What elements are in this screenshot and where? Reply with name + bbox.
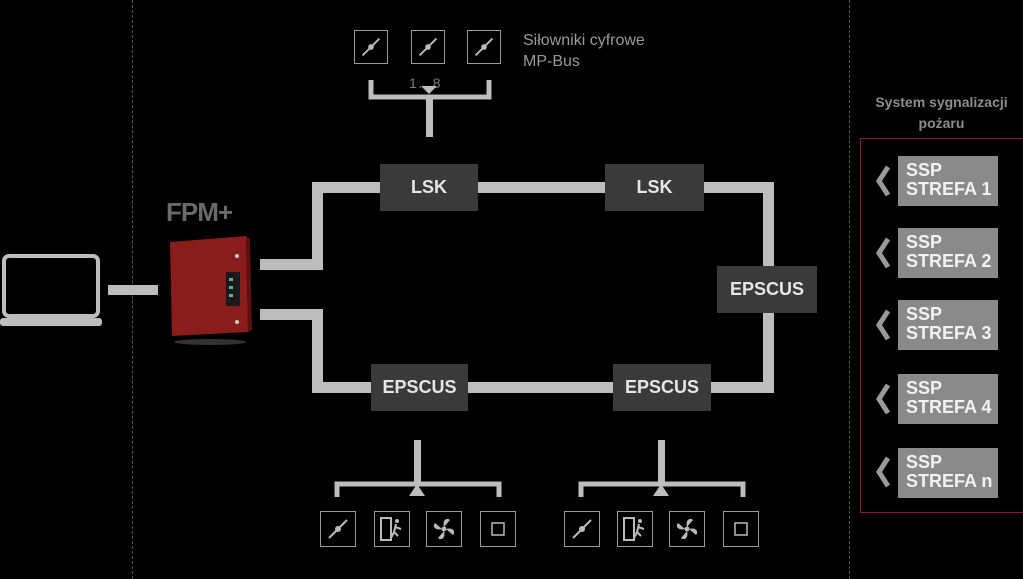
pipe-lsk-lsk bbox=[478, 182, 606, 193]
actuators-label: Siłowniki cyfrowe MP-Bus bbox=[523, 30, 645, 72]
chevron-left-icon bbox=[876, 456, 891, 488]
pipe-lower-h1 bbox=[260, 309, 323, 320]
fpm-logo: FPM+ bbox=[166, 197, 233, 227]
fire-system-frame bbox=[860, 138, 1023, 513]
right-device-bracket bbox=[578, 440, 746, 497]
actuator-icon bbox=[354, 30, 388, 64]
pipe-lsk-right bbox=[704, 182, 774, 193]
evacuation-door-icon bbox=[374, 511, 410, 547]
chevron-left-icon bbox=[876, 383, 891, 415]
pipe-bottom-mid bbox=[468, 382, 614, 393]
fire-system-title-line1: System sygnalizacji bbox=[875, 94, 1008, 110]
actuators-label-line1: Siłowniki cyfrowe bbox=[523, 32, 645, 49]
pipe-bottom-right bbox=[710, 382, 774, 393]
pipe-upper-h1 bbox=[260, 259, 323, 270]
chevron-left-icon bbox=[876, 237, 891, 269]
pipe-lower-v bbox=[312, 309, 323, 393]
chevron-left-icon bbox=[876, 165, 891, 197]
pipe-right-v-bottom bbox=[763, 312, 774, 393]
actuators-label-line2: MP-Bus bbox=[523, 53, 580, 70]
chevron-left-icon bbox=[876, 309, 891, 341]
laptop-link bbox=[108, 285, 158, 295]
actuators-bracket bbox=[368, 80, 492, 137]
actuator-icon bbox=[411, 30, 445, 64]
fire-system-title: System sygnalizacji pożaru bbox=[860, 92, 1023, 134]
epscus-bottom-right-node: EPSCUS bbox=[613, 364, 711, 411]
generic-device-icon bbox=[723, 511, 759, 547]
lsk-right-node: LSK bbox=[605, 164, 704, 211]
pipe-upper-h2 bbox=[312, 182, 382, 193]
left-device-bracket bbox=[334, 440, 502, 497]
laptop-icon bbox=[0, 254, 102, 326]
damper-icon bbox=[320, 511, 356, 547]
evacuation-door-icon bbox=[617, 511, 653, 547]
right-boundary-line bbox=[849, 0, 850, 579]
fire-system-title-line2: pożaru bbox=[918, 115, 965, 131]
pipe-bottom-left bbox=[312, 382, 372, 393]
fan-icon bbox=[669, 511, 705, 547]
pipe-upper-v bbox=[312, 182, 323, 270]
pipe-right-v-top bbox=[763, 182, 774, 268]
lsk-left-node: LSK bbox=[380, 164, 478, 211]
epscus-right-node: EPSCUS bbox=[717, 266, 817, 313]
fan-icon bbox=[426, 511, 462, 547]
actuator-icon bbox=[467, 30, 501, 64]
generic-device-icon bbox=[480, 511, 516, 547]
damper-icon bbox=[564, 511, 600, 547]
fpm-controller bbox=[170, 236, 252, 345]
epscus-bottom-left-node: EPSCUS bbox=[371, 364, 468, 411]
